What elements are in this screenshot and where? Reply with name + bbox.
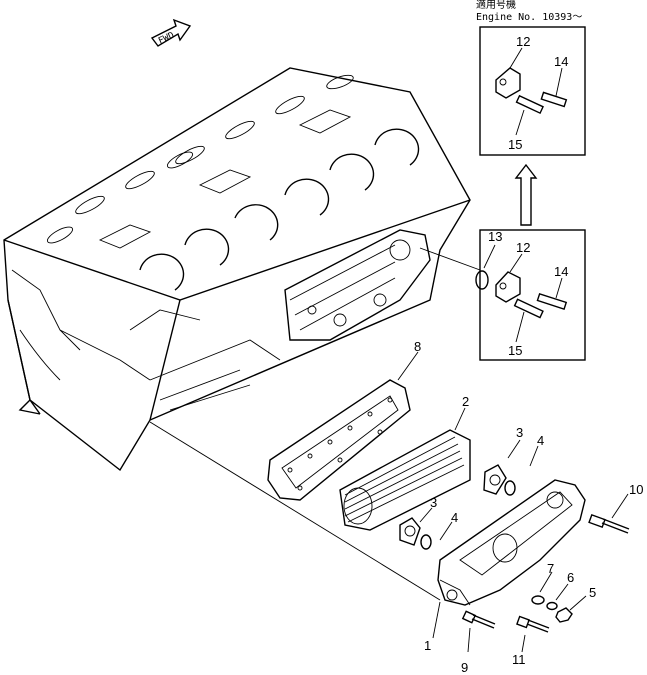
applicability-label: 適用号機 — [476, 0, 516, 11]
gasket-part-8 — [267, 379, 411, 501]
o-ring-part-4-upper — [504, 480, 516, 496]
up-arrow-icon — [514, 163, 538, 226]
inset-bottom-callout-14: 14 — [554, 264, 568, 279]
callout-7: 7 — [547, 561, 554, 576]
bolt-part-9 — [461, 610, 496, 629]
callout-13: 13 — [488, 229, 502, 244]
callout-5: 5 — [589, 585, 596, 600]
inset-top-callout-14: 14 — [554, 54, 568, 69]
bolt-part-11 — [516, 615, 550, 633]
callout-11: 11 — [512, 652, 526, 667]
washer-part-6 — [546, 601, 558, 611]
callout-9: 9 — [461, 660, 468, 675]
cooler-element-part-2 — [339, 429, 471, 531]
cooler-cover-part-1 — [437, 479, 586, 606]
callout-3-lower: 3 — [430, 495, 437, 510]
nut-part-5 — [555, 607, 573, 623]
o-ring-part-4-lower — [420, 534, 432, 550]
washer-part-7 — [531, 595, 545, 605]
callout-2: 2 — [462, 394, 469, 409]
inset-leader-lines — [509, 47, 563, 343]
callout-6: 6 — [567, 570, 574, 585]
callout-4-lower: 4 — [451, 510, 458, 525]
callout-10: 10 — [629, 482, 643, 497]
inset-top-callout-15: 15 — [508, 137, 522, 152]
engine-block — [3, 67, 471, 472]
gasket-part-3-lower — [399, 517, 421, 546]
mounted-cooler-assembly — [284, 229, 431, 341]
inset-bottom-callout-12: 12 — [516, 240, 530, 255]
inset-bottom — [479, 229, 586, 361]
fwd-arrow-icon: FWD — [150, 18, 192, 47]
callout-labels: 1 2 3 4 3 4 5 6 7 8 9 10 11 13 12 14 15 … — [414, 34, 643, 675]
bolt-part-10 — [588, 513, 630, 534]
engine-number-label: Engine No. 10393～ — [476, 12, 583, 23]
callout-8: 8 — [414, 339, 421, 354]
leader-lines — [149, 244, 629, 653]
callout-3-upper: 3 — [516, 425, 523, 440]
inset-top-callout-12: 12 — [516, 34, 530, 49]
callout-4-upper: 4 — [537, 433, 544, 448]
callout-1: 1 — [424, 638, 431, 653]
inset-top — [479, 26, 586, 156]
gasket-part-3-upper — [483, 464, 507, 495]
inset-bottom-callout-15: 15 — [508, 343, 522, 358]
o-ring-part-13 — [475, 270, 489, 290]
